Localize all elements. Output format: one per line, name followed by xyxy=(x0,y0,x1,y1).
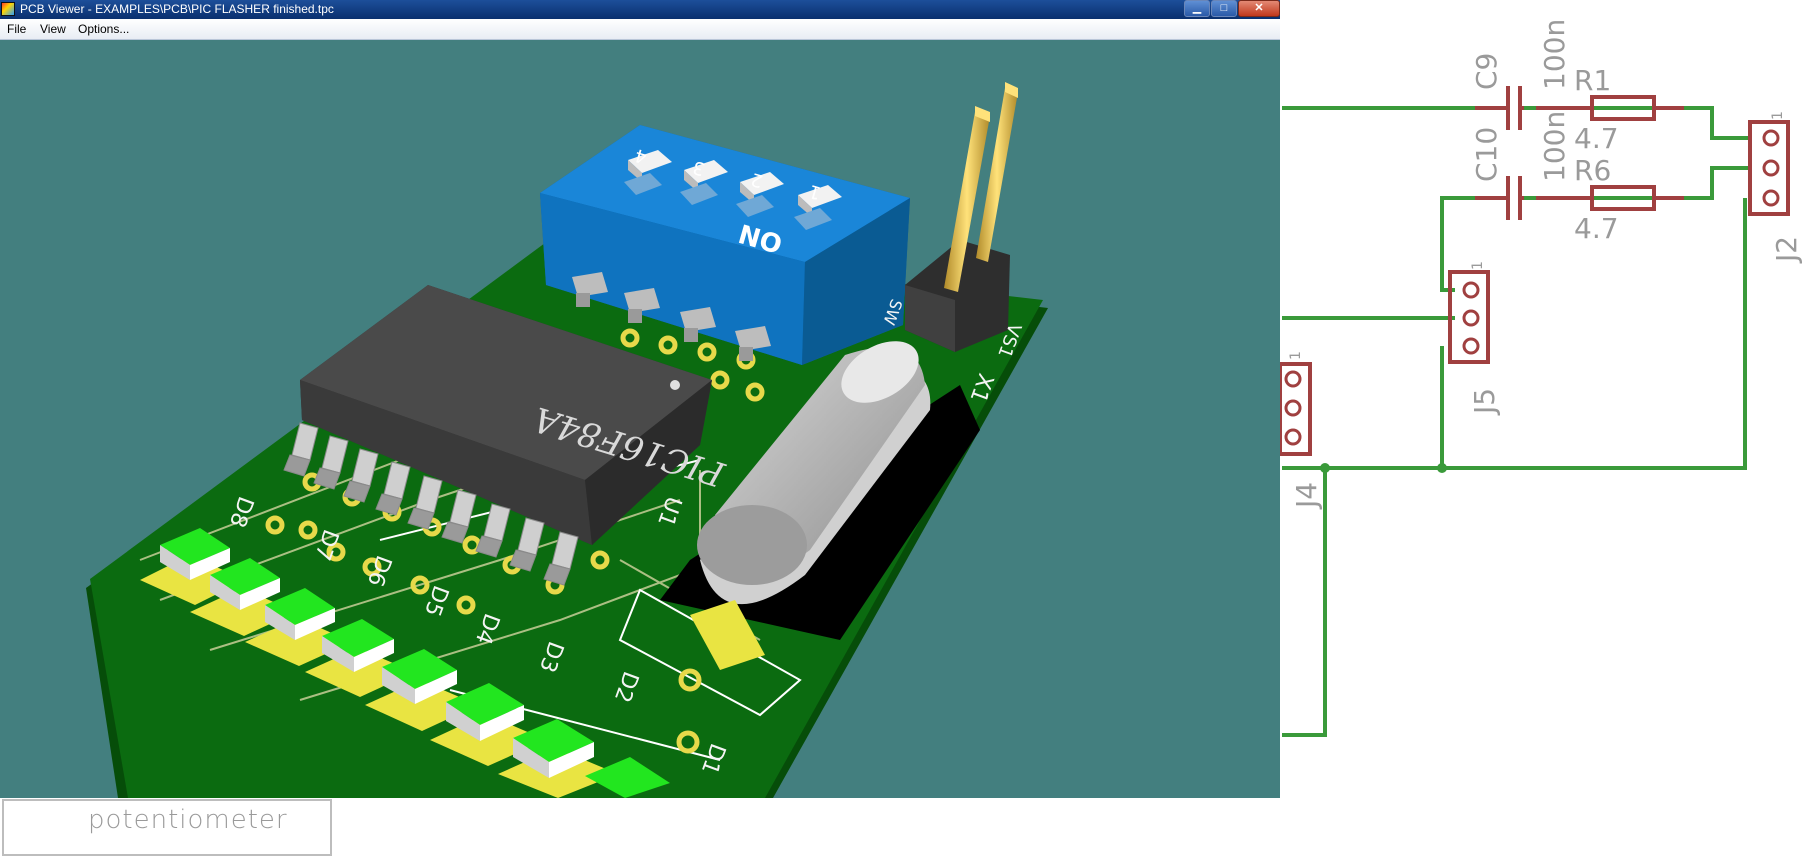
ic-chip: PIC16F84A xyxy=(283,285,733,586)
r1-value: 4.7 xyxy=(1574,122,1619,155)
r6-label: R6 xyxy=(1574,154,1611,187)
dip-pins xyxy=(572,272,771,361)
menu-file[interactable]: File xyxy=(7,22,27,36)
j4-pin1-label: 1 xyxy=(1288,351,1304,360)
led-row xyxy=(140,528,670,798)
c10-value: 100n xyxy=(1538,111,1571,182)
schematic-parts xyxy=(1280,86,1790,456)
minimize-button[interactable]: ▁ xyxy=(1184,0,1210,17)
r6-value: 4.7 xyxy=(1574,212,1619,245)
r1-label: R1 xyxy=(1574,64,1611,97)
menu-view[interactable]: View xyxy=(40,22,66,36)
close-button[interactable]: ✕ xyxy=(1238,0,1280,17)
j5-pin1-label: 1 xyxy=(1470,261,1486,270)
potentiometer-label-box xyxy=(2,799,332,856)
crystal-oscillator xyxy=(660,341,980,670)
dip-number-3: 3 xyxy=(691,156,708,179)
schematic-wires xyxy=(1282,106,1748,737)
j4-label: J4 xyxy=(1290,482,1323,510)
pcb-viewer-window: PCB Viewer - EXAMPLES\PCB\PIC FLASHER fi… xyxy=(0,0,1280,798)
menu-options[interactable]: Options... xyxy=(78,22,130,36)
schematic-view: C9 100n C10 100n R1 4.7 R6 4.7 J2 J5 J4 … xyxy=(1280,19,1803,737)
chip-pins xyxy=(283,422,579,586)
dip-levers xyxy=(624,150,842,230)
window-title: PCB Viewer - EXAMPLES\PCB\PIC FLASHER fi… xyxy=(20,2,334,16)
j2-pin1-label: 1 xyxy=(1770,111,1786,120)
schematic-pins xyxy=(1284,129,1780,446)
menu-bar: File View Options... xyxy=(0,19,1280,40)
led-d4 xyxy=(365,649,478,731)
potentiometer-label: potentiometer xyxy=(88,805,288,835)
led-d2 xyxy=(498,719,618,798)
dip-number-4: 4 xyxy=(633,144,650,167)
j2-label: J2 xyxy=(1770,236,1803,264)
led-d3 xyxy=(430,683,546,766)
c9-label: C9 xyxy=(1470,53,1503,90)
dip-number-1: 1 xyxy=(807,180,824,203)
led-d1 xyxy=(585,757,670,798)
c9-value: 100n xyxy=(1538,19,1571,90)
title-bar[interactable]: PCB Viewer - EXAMPLES\PCB\PIC FLASHER fi… xyxy=(0,0,1280,19)
j5-label: J5 xyxy=(1468,388,1501,416)
dip-switch: 4 3 2 1 ON xyxy=(540,125,910,365)
3d-board-viewport[interactable]: 4 3 2 1 ON xyxy=(0,40,1280,798)
app-icon xyxy=(1,2,15,16)
pin-header xyxy=(905,82,1018,352)
led-d5 xyxy=(305,619,414,697)
solder-pads xyxy=(265,328,765,754)
c10-label: C10 xyxy=(1470,127,1503,182)
maximize-button[interactable]: □ xyxy=(1211,0,1237,17)
dip-number-2: 2 xyxy=(749,168,766,191)
